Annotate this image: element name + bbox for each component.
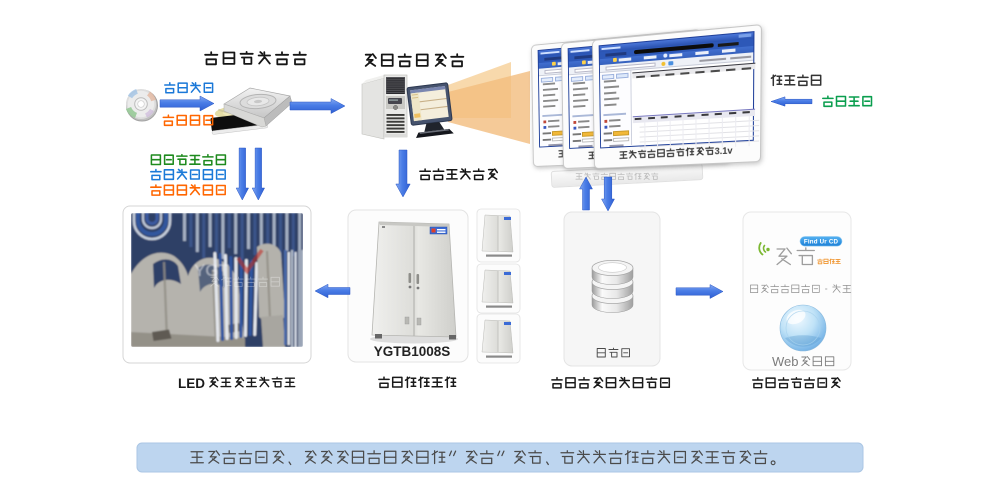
svg-text:Web: Web [772, 354, 799, 369]
svg-text:YGTB1008S: YGTB1008S [374, 344, 451, 359]
svg-text:Find Ur CD: Find Ur CD [804, 239, 839, 246]
svg-text:LED: LED [178, 376, 205, 391]
svg-text:YGT: YGT [194, 261, 229, 280]
svg-text:3.1v: 3.1v [715, 145, 734, 156]
